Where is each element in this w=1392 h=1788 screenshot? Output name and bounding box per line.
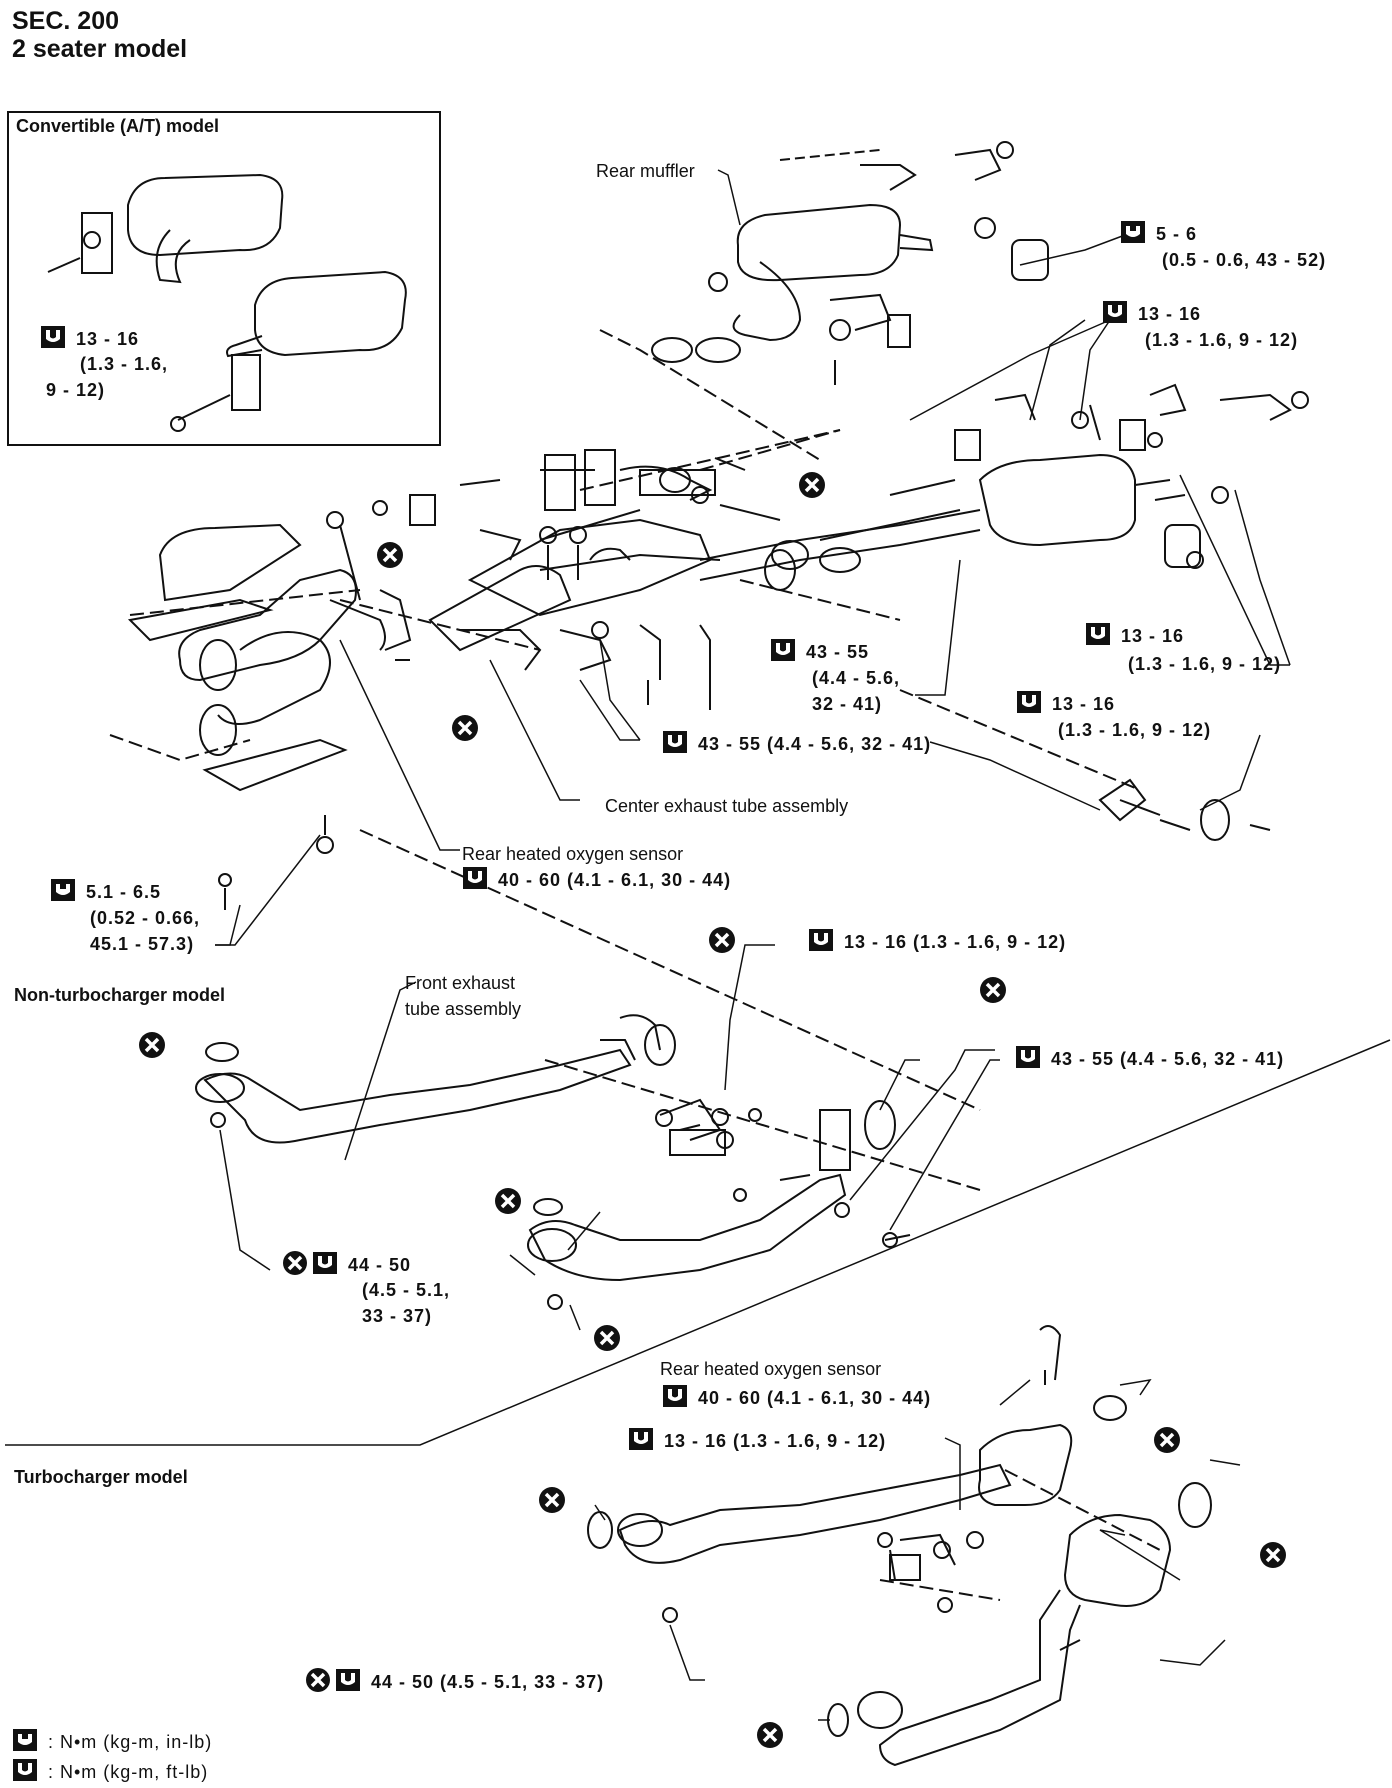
legend-ft-lb: : N•m (kg-m, ft-lb) [12,1758,208,1788]
replace-part-icon [375,540,405,570]
torque-ftlb-icon [12,1758,38,1788]
page-subtitle: 2 seater model [12,35,188,63]
leader-lines [215,169,1291,1721]
torque-muffler: 5 - 6 [1120,220,1197,250]
torque-ftlb-icon [1016,690,1042,720]
replace-part-icon [707,925,737,955]
section-divider [5,1039,1391,1446]
torque-ftlb-icon [462,866,488,896]
torque-ftlb-icon [808,928,834,958]
torque-ftlb-icon [628,1427,654,1457]
torque-nt-front-kgm: (4.5 - 5.1, [362,1280,451,1300]
replace-part-icon [978,975,1008,1005]
torque-inlb-icon [1120,220,1146,250]
torque-nt-bracket: 13 - 16 (1.3 - 1.6, 9 - 12) [808,928,1066,958]
label-rear-o2-sensor-turbo: Rear heated oxygen sensor [660,1359,882,1379]
convertible-muffler-2 [170,270,407,432]
torque-ftlb-icon [1085,622,1111,652]
torque-convertible: 13 - 16 [40,325,139,355]
torque-nt-front: 44 - 50 [282,1250,411,1282]
replace-part-icon [592,1323,622,1353]
label-center-exhaust: Center exhaust tube assembly [605,796,849,816]
torque-nt-flange: 43 - 55 (4.4 - 5.6, 32 - 41) [1015,1045,1284,1075]
torque-muffler-kgm: (0.5 - 0.6, 43 - 52) [1162,250,1327,270]
torque-ftlb-icon [335,1668,361,1698]
replace-part-icon [305,1667,331,1699]
torque-hanger-kgm: (1.3 - 1.6, 9 - 12) [1145,330,1299,350]
torque-ftlb-icon [662,1384,688,1414]
replace-part-icon [282,1250,308,1282]
section-turbo: Turbocharger model [14,1467,188,1487]
replace-part-icon [450,713,480,743]
torque-hanger: 13 - 16 [1102,300,1201,330]
torque-ftlb-icon [1102,300,1128,330]
torque-center-kgm: (4.4 - 5.6, [812,668,901,688]
torque-ftlb-icon [662,730,688,760]
torque-center-ftlb: 32 - 41) [812,694,883,714]
replace-part-icon [137,1030,167,1060]
section-non-turbo: Non-turbocharger model [14,985,226,1005]
center-exhaust-tube-drawing [109,383,1309,910]
torque-mount: 13 - 16 [1016,690,1115,720]
replace-part-icon [493,1186,523,1216]
torque-inlb-icon [50,878,76,908]
torque-ftlb-icon [312,1251,338,1281]
label-rear-muffler: Rear muffler [596,161,695,181]
torque-turbo-front: 44 - 50 (4.5 - 5.1, 33 - 37) [305,1667,604,1699]
torque-inlb-icon [12,1728,38,1758]
rear-muffler-drawing [599,141,1049,461]
replace-part-icon [1152,1425,1182,1455]
torque-ftlb-icon [1015,1045,1041,1075]
torque-ftlb-icon [40,325,66,355]
torque-center-flange: 43 - 55 (4.4 - 5.6, 32 - 41) [662,730,931,760]
replace-part-icon [537,1485,567,1515]
torque-center: 43 - 55 [770,638,869,668]
torque-turbo-o2: 40 - 60 (4.1 - 6.1, 30 - 44) [662,1384,931,1414]
label-front-exhaust-1: Front exhaust [405,973,516,993]
torque-ftlb-icon [770,638,796,668]
torque-turbo-bracket: 13 - 16 (1.3 - 1.6, 9 - 12) [628,1427,886,1457]
torque-right-muffler-kgm: (1.3 - 1.6, 9 - 12) [1128,654,1282,674]
torque-heat-shield-inlb: 45.1 - 57.3) [90,934,195,954]
non-turbo-front-tube-drawing [195,829,981,1310]
turbo-drawing [587,1325,1212,1767]
label-front-exhaust-2: tube assembly [405,999,522,1019]
torque-convertible-ftlb: 9 - 12) [46,380,106,400]
torque-heat-shield: 5.1 - 6.5 [50,878,161,908]
torque-convertible-kgm: (1.3 - 1.6, [80,354,169,374]
torque-nt-front-ftlb: 33 - 37) [362,1306,433,1326]
section-convertible: Convertible (A/T) model [16,116,220,136]
convertible-inset-box [7,111,441,446]
replace-part-icon [797,470,827,500]
torque-mount-kgm: (1.3 - 1.6, 9 - 12) [1058,720,1212,740]
legend-in-lb: : N•m (kg-m, in-lb) [12,1728,212,1758]
label-rear-o2-sensor: Rear heated oxygen sensor [462,844,684,864]
page-title: SEC. 200 [12,7,120,35]
replace-part-icon [1258,1540,1288,1570]
replace-part-icon [755,1720,785,1750]
torque-rear-o2: 40 - 60 (4.1 - 6.1, 30 - 44) [462,866,731,896]
torque-right-muffler: 13 - 16 [1085,622,1184,652]
convertible-muffler-1 [47,173,284,284]
torque-heat-shield-kgm: (0.52 - 0.66, [90,908,201,928]
